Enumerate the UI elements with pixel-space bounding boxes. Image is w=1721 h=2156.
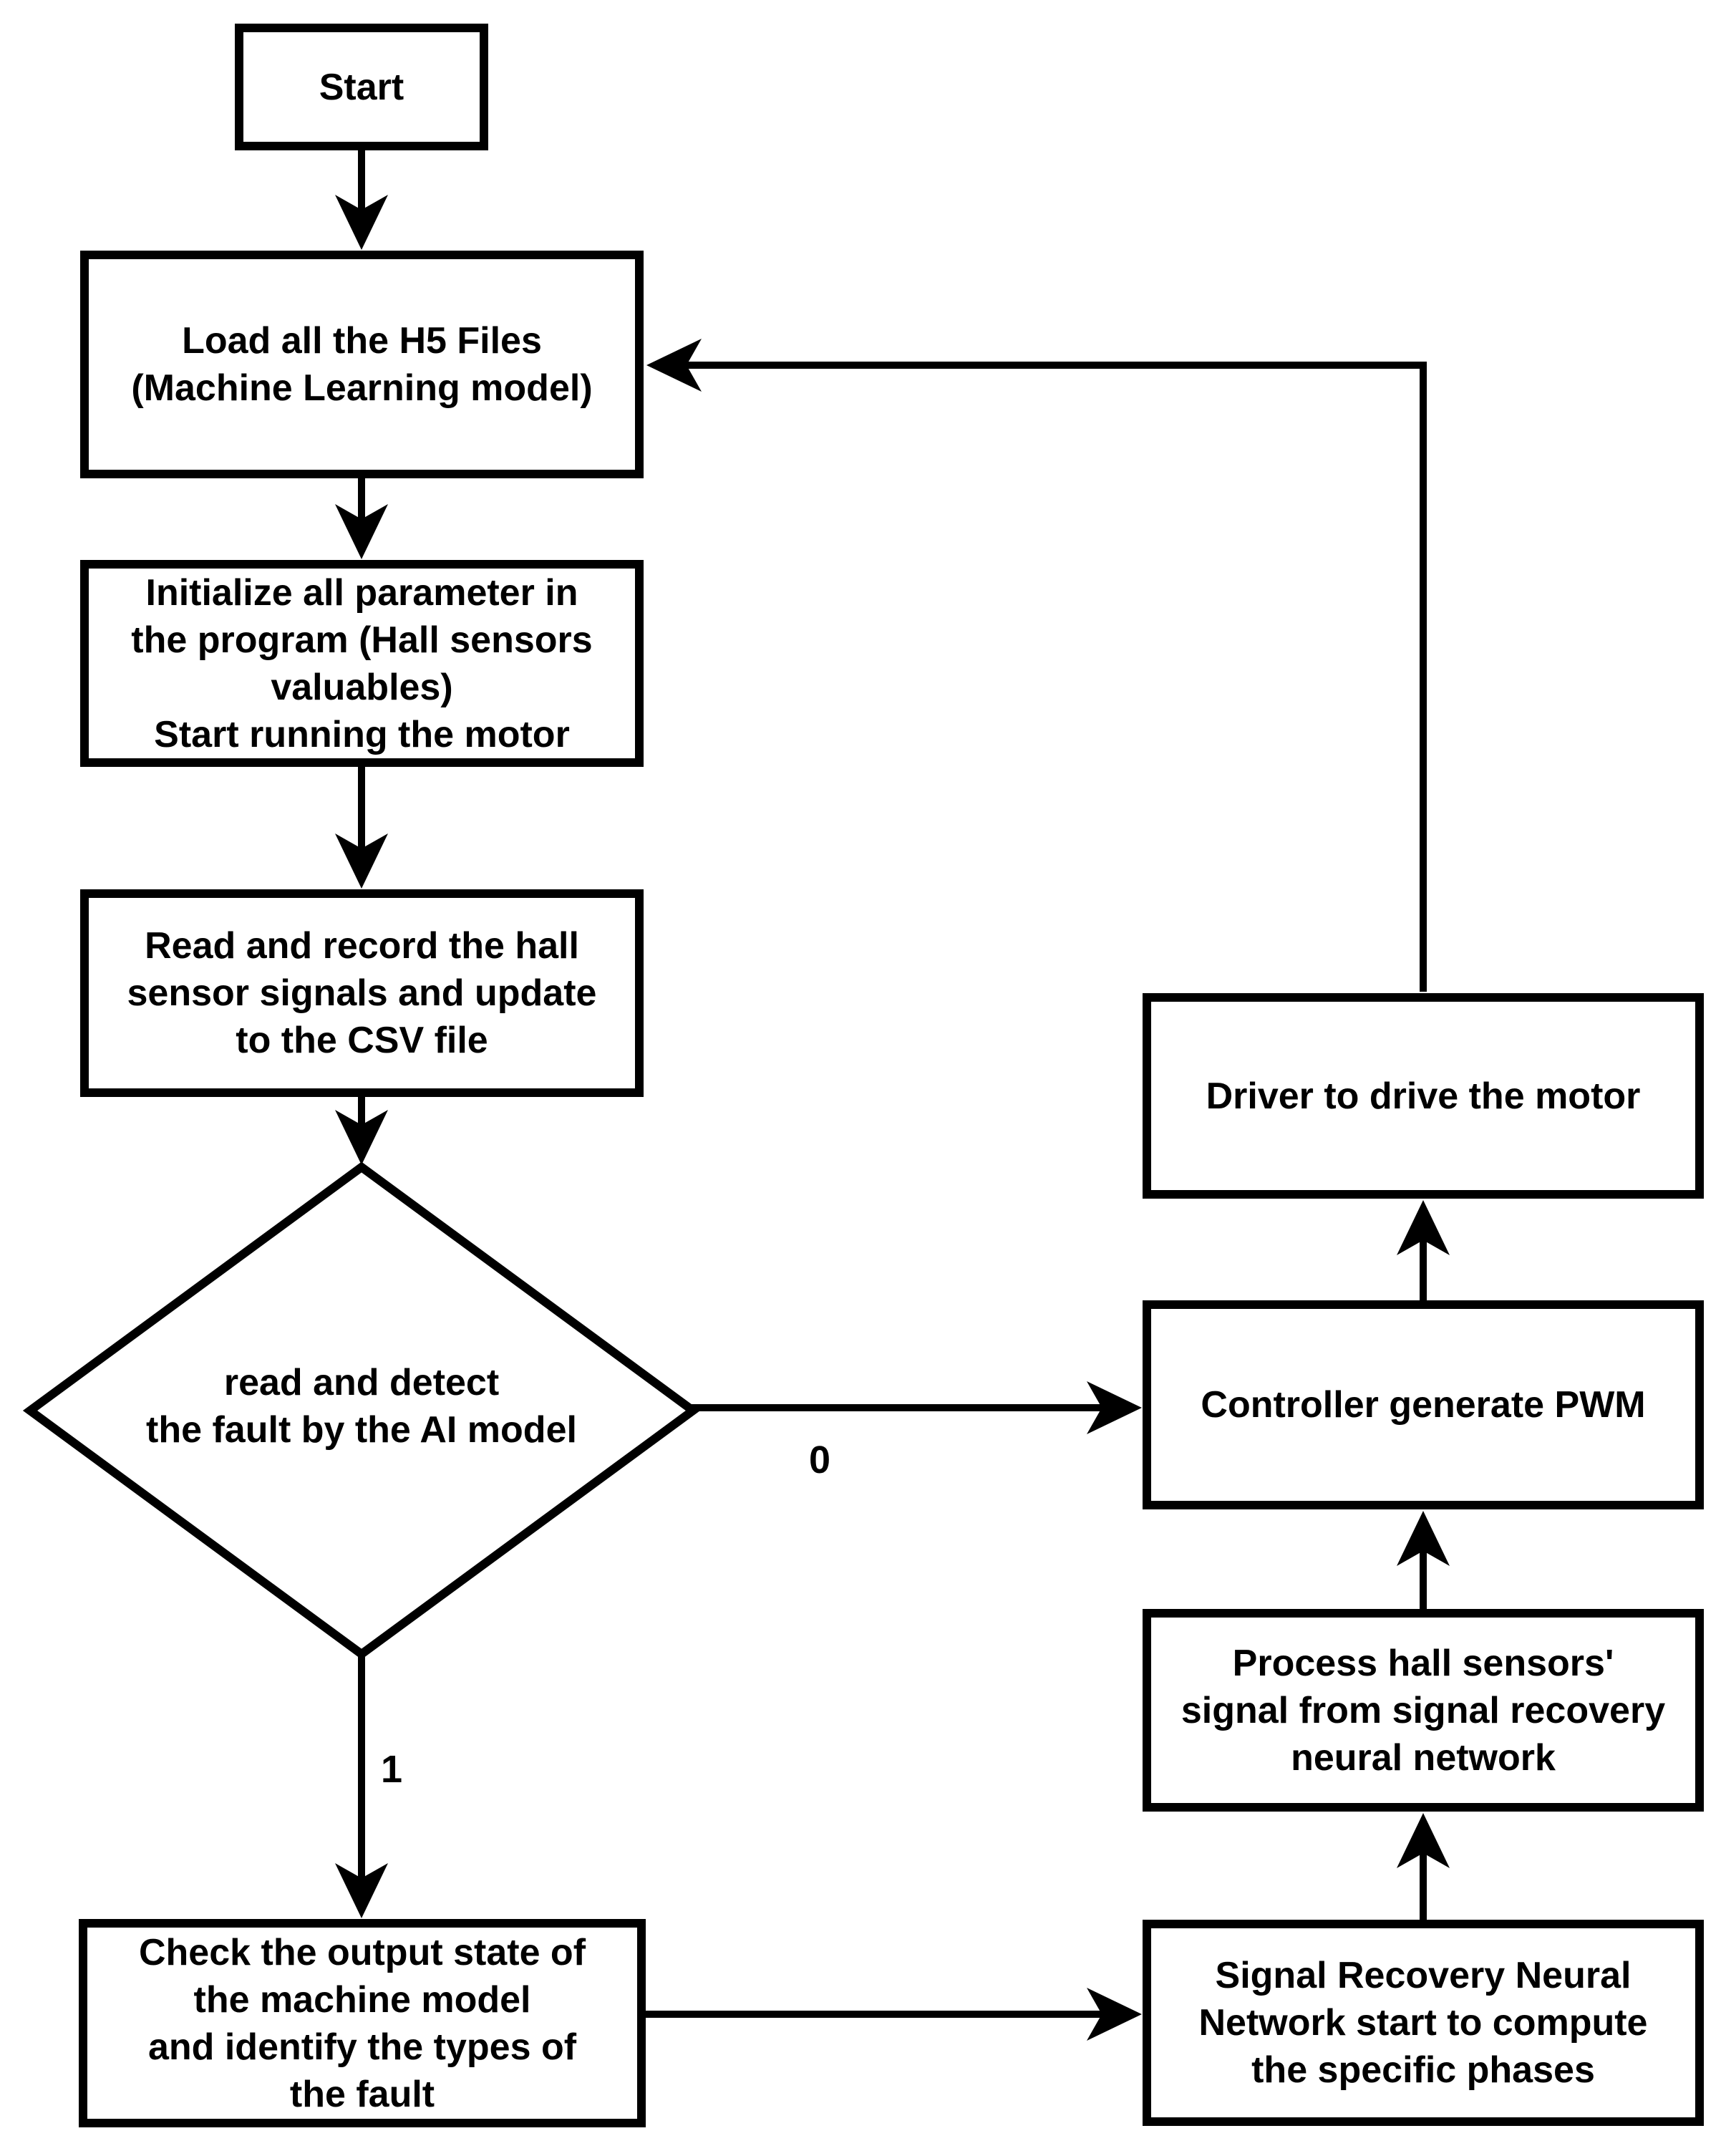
edge-decision-to-controller	[689, 1381, 1142, 1434]
edge-check-to-signal	[641, 1988, 1142, 2041]
node-label-line: Signal Recovery Neural	[1215, 1955, 1632, 1996]
arrowhead-up	[1397, 1813, 1450, 1868]
node-label-line: the program (Hall sensors	[131, 619, 593, 661]
node-process-hall-signals: Process hall sensors' signal from signal…	[1143, 1609, 1704, 1812]
edge-process-to-controller	[1397, 1511, 1450, 1613]
node-load-h5-files: Load all the H5 Files (Machine Learning …	[80, 251, 644, 478]
node-label-line: Load all the H5 Files	[182, 320, 542, 362]
arrowhead-right	[1087, 1381, 1142, 1434]
arrowhead-down	[335, 833, 388, 889]
node-label: Controller generate PWM	[1201, 1384, 1646, 1426]
node-label-line: (Machine Learning model)	[131, 367, 593, 409]
node-label-line: the fault by the AI model	[146, 1409, 577, 1451]
node-label-line: sensor signals and update	[127, 972, 597, 1014]
edge-label-decision-false: 0	[809, 1439, 831, 1481]
node-label-line: neural network	[1291, 1736, 1556, 1779]
arrowhead-up	[1397, 1200, 1450, 1255]
node-label-line: signal from signal recovery	[1181, 1689, 1666, 1731]
edge-driver-to-load-feedback	[646, 339, 1427, 992]
arrowhead-left	[646, 339, 702, 392]
node-label-line: and identify the types of	[147, 2026, 577, 2068]
node-label-line: the specific phases	[1251, 2049, 1595, 2091]
arrowhead-down	[335, 1110, 388, 1165]
node-label-line: Read and record the hall	[145, 925, 579, 967]
node-signal-recovery-network: Signal Recovery Neural Network start to …	[1143, 1920, 1704, 2126]
arrowhead-down	[335, 1863, 388, 1918]
node-start: Start	[235, 24, 488, 150]
node-driver-drive-motor: Driver to drive the motor	[1143, 993, 1704, 1199]
node-check-output-state: Check the output state of the machine mo…	[79, 1919, 646, 2127]
node-label-line: the machine model	[193, 1978, 531, 2021]
arrowhead-down	[335, 504, 388, 559]
node-label-line: Network start to compute	[1198, 2002, 1648, 2044]
node-label-line: valuables)	[271, 666, 453, 708]
node-label-line: read and detect	[223, 1362, 500, 1403]
node-label-line: Start running the motor	[154, 713, 570, 755]
node-label-line: to the CSV file	[236, 1020, 488, 1061]
edge-load-to-initialize	[335, 474, 388, 559]
edge-start-to-load	[335, 146, 388, 250]
edge-read-to-decision	[335, 1093, 388, 1165]
node-decision-read-detect-fault: read and detect the fault by the AI mode…	[75, 1359, 648, 1454]
node-label-line: Process hall sensors'	[1232, 1642, 1614, 1684]
edge-initialize-to-read	[335, 763, 388, 889]
node-label: Start	[319, 66, 404, 108]
node-controller-generate-pwm: Controller generate PWM	[1143, 1300, 1704, 1509]
node-label-line: Check the output state of	[138, 1931, 586, 1973]
edge-controller-to-driver	[1397, 1200, 1450, 1305]
arrowhead-down	[335, 195, 388, 250]
arrowhead-right	[1087, 1988, 1142, 2041]
node-label-line: Initialize all parameter in	[145, 571, 578, 614]
edge-decision-to-check	[335, 1652, 388, 1918]
node-read-record-hall-signals: Read and record the hall sensor signals …	[80, 889, 644, 1097]
edge-signal-to-process	[1397, 1813, 1450, 1924]
arrowhead-up	[1397, 1511, 1450, 1566]
node-initialize-parameters: Initialize all parameter in the program …	[80, 560, 644, 767]
node-label: Driver to drive the motor	[1206, 1075, 1641, 1117]
node-label-line: the fault	[289, 2073, 435, 2115]
edge-label-decision-true: 1	[381, 1748, 403, 1791]
